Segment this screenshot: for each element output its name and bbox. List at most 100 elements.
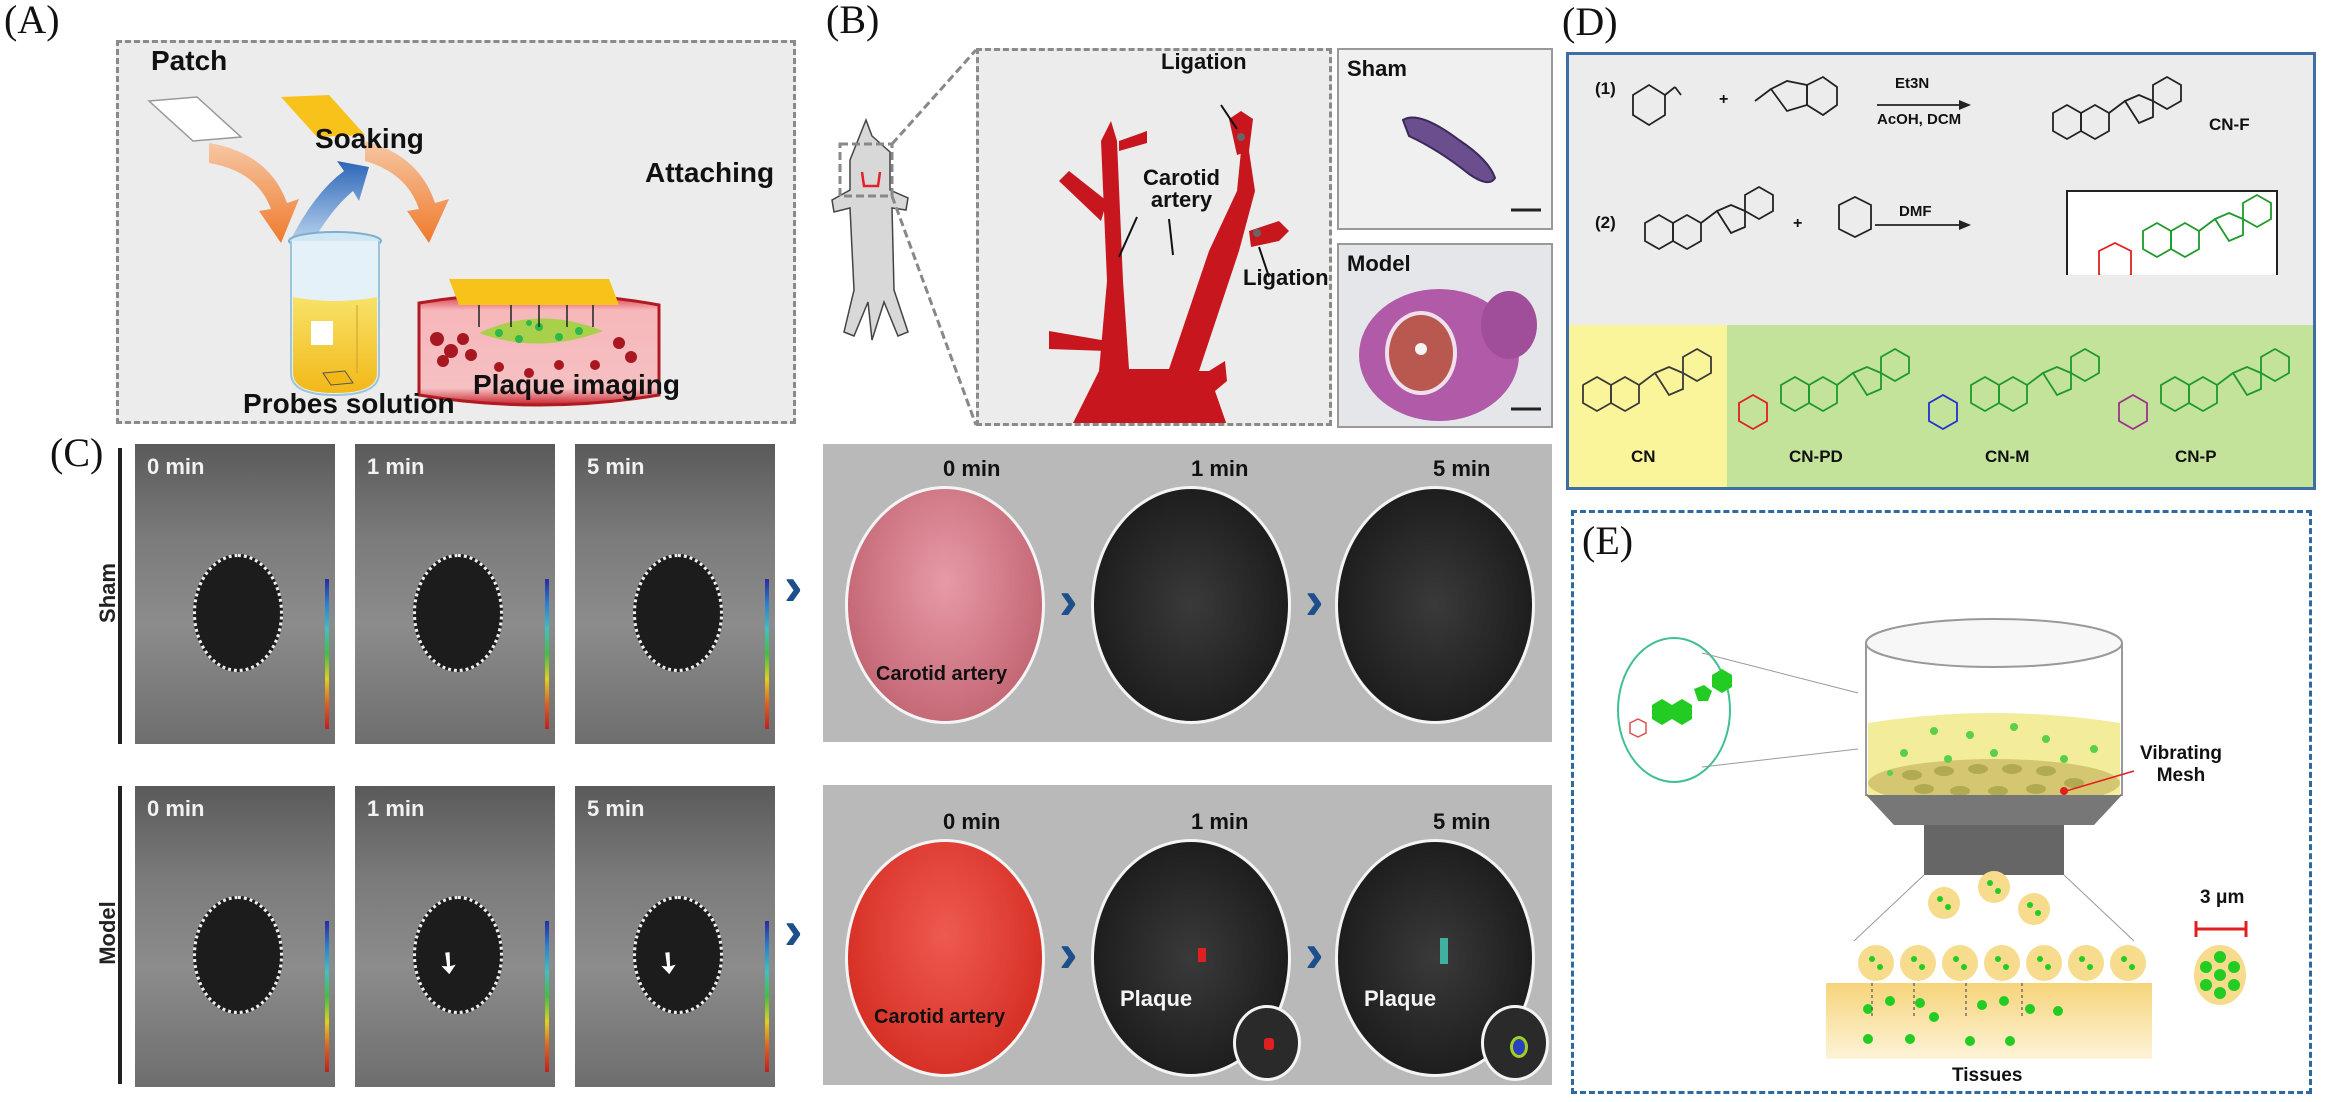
reaction-1-plus: + <box>1719 91 1729 108</box>
panel-a-illustration <box>147 95 661 407</box>
carotid-artery-annotation: Carotid artery <box>876 663 1008 685</box>
product-cn-f-label: CN-F <box>2209 115 2250 134</box>
panel-label-b: (B) <box>826 0 880 42</box>
sham-endo-time-2: 5 min <box>1433 456 1491 481</box>
fluorescence-signal <box>1440 938 1448 964</box>
color-scale-bar <box>545 579 549 729</box>
sham-row-bar <box>118 448 122 744</box>
model-ivis-time-1: 1 min <box>367 796 425 821</box>
nebulizer-diagram <box>1617 618 2248 1059</box>
vibrating-mesh-label: Vibrating Mesh <box>2140 743 2222 787</box>
model-5min-inset <box>1481 1005 1549 1081</box>
cn-label: CN <box>1631 447 1656 466</box>
scale-bar <box>2194 921 2248 937</box>
molecule-icon <box>1652 669 1732 725</box>
cn-p-label: CN-P <box>2175 447 2217 466</box>
panel-label-e: (E) <box>1582 518 1634 563</box>
patch-label: Patch <box>151 45 228 76</box>
chevron-right-icon: › <box>784 554 803 617</box>
chevron-right-icon: › <box>1305 568 1324 631</box>
reaction-1-reagent-top: Et3N <box>1895 75 1930 92</box>
ligation-right-label: Ligation <box>1243 265 1329 290</box>
fluorescence-signal <box>1198 948 1206 962</box>
color-scale-bar <box>765 921 769 1072</box>
probes-solution-label: Probes solution <box>243 388 455 419</box>
sham-ivis-time-0: 0 min <box>147 454 205 479</box>
plaque-label: Plaque <box>1364 986 1437 1011</box>
inset-signal <box>1510 1036 1528 1058</box>
sham-ivis-time-2: 5 min <box>587 454 645 479</box>
sham-endoscopy-panel: 0 min 1 min 5 min Carotid artery › › <box>823 444 1552 742</box>
chevron-right-icon: › <box>784 898 803 961</box>
sham-row-label: Sham <box>95 563 120 623</box>
artery-shape <box>1049 111 1289 423</box>
roi-ellipse <box>633 896 723 1014</box>
model-row-bar <box>118 786 122 1084</box>
beaker-icon <box>288 231 382 397</box>
plaque-imaging-label: Plaque imaging <box>473 369 680 400</box>
sham-endo-time-1: 1 min <box>1191 456 1249 481</box>
reaction-2-number: (2) <box>1595 213 1616 232</box>
reaction-2-plus: + <box>1793 215 1803 232</box>
reaction-2-reagent: DMF <box>1899 203 1932 220</box>
sham-endo-time-0: 0 min <box>943 456 1001 481</box>
panel-label-d: (D) <box>1562 0 1618 44</box>
sham-ivis-0min: 0 min <box>135 444 335 744</box>
vessel-icon <box>417 279 661 407</box>
plaque-label: Plaque <box>1120 986 1193 1011</box>
reaction-1-number: (1) <box>1595 79 1616 98</box>
model-endo-0min-image: Carotid artery <box>845 839 1045 1077</box>
ligation-top-label: Ligation <box>1161 49 1247 74</box>
sham-tissue <box>1401 116 1541 212</box>
cn-structure <box>1582 347 1712 413</box>
panel-d-box: (1) + Et3N AcOH, DCM CN-F (2) + DMF CN C… <box>1566 52 2316 490</box>
model-row-label: Model <box>95 901 120 965</box>
soaking-arrow <box>209 143 299 243</box>
carotid-artery-diagram <box>1049 104 1289 423</box>
sham-ivis-1min: 1 min <box>355 444 555 744</box>
roi-ellipse <box>633 554 723 672</box>
sham-histology-image: Sham <box>1337 48 1553 230</box>
sham-label: Sham <box>1347 56 1407 81</box>
model-endoscopy-panel: 0 min 1 min 5 min Carotid artery › Plaqu… <box>823 785 1552 1085</box>
model-ivis-0min: 0 min <box>135 786 335 1087</box>
panel-e-box: (E) <box>1571 510 2312 1094</box>
panel-label-c: (C) <box>50 430 104 475</box>
attaching-arrow <box>365 141 449 243</box>
model-endo-time-0: 0 min <box>943 809 1001 834</box>
sham-endo-0min-image: Carotid artery <box>845 486 1045 724</box>
color-scale-bar <box>325 579 329 729</box>
model-ivis-1min: 1 min ➘ <box>355 786 555 1087</box>
inset-signal <box>1264 1038 1274 1050</box>
model-label: Model <box>1347 251 1411 276</box>
derivative-series-cell: CN-PD CN-M CN-P <box>1727 325 2313 487</box>
sham-endo-1min-image <box>1091 486 1291 724</box>
tissue-layer <box>1826 983 2152 1059</box>
roi-ellipse <box>413 896 503 1014</box>
panel-label-a: (A) <box>4 0 60 42</box>
color-scale-bar <box>765 579 769 729</box>
carotid-label-line1: Carotid <box>1143 165 1220 190</box>
model-1min-inset <box>1233 1005 1301 1081</box>
model-histology-image: Model <box>1337 243 1553 428</box>
sham-endo-5min-image <box>1335 486 1535 724</box>
sham-ivis-5min: 5 min <box>575 444 775 744</box>
model-ivis-time-0: 0 min <box>147 796 205 821</box>
derivative-structures <box>1738 347 2290 431</box>
vibrating-mesh-line1: Vibrating <box>2140 743 2222 764</box>
sham-ivis-time-1: 1 min <box>367 454 425 479</box>
chevron-right-icon: › <box>1059 921 1078 984</box>
carotid-label-line2: artery <box>1150 187 1213 212</box>
carotid-artery-annotation: Carotid artery <box>874 1006 1006 1028</box>
color-scale-bar <box>325 921 329 1072</box>
cn-pd-label: CN-PD <box>1789 447 1843 466</box>
scale-label: 3 μm <box>2200 887 2245 908</box>
model-ivis-5min: 5 min ➘ <box>575 786 775 1087</box>
mouse-silhouette <box>831 49 978 426</box>
aerosol-droplets <box>1858 871 2146 981</box>
cn-compound-cell: CN <box>1569 325 1727 487</box>
chevron-right-icon: › <box>1305 921 1324 984</box>
reaction-1-reagent-bottom: AcOH, DCM <box>1877 111 1962 128</box>
patch-white <box>147 96 243 142</box>
panel-a-box: Patch Soaking Attaching Probes solution … <box>116 40 796 424</box>
